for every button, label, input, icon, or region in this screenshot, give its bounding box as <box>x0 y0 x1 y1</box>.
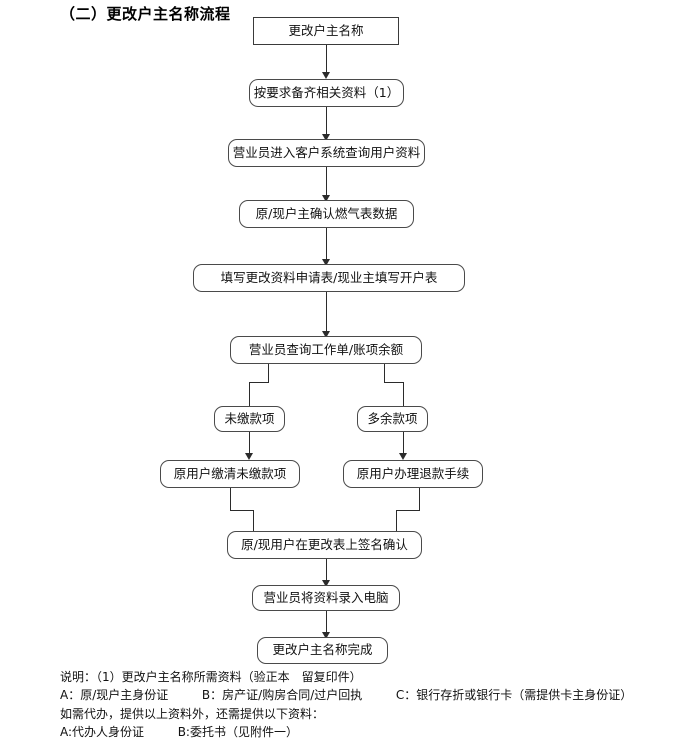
flow-node-done-label: 更改户主名称完成 <box>272 642 373 658</box>
flow-node-branch-unpaid-label: 未缴款项 <box>224 410 275 426</box>
flow-node-start[interactable]: 更改户主名称 <box>253 17 399 45</box>
connector-merge-right-down2 <box>396 510 397 531</box>
arrowhead-fill-forms <box>322 259 330 266</box>
flow-node-enter-data-label: 营业员将资料录入电脑 <box>263 589 389 605</box>
flow-node-prepare[interactable]: 按要求备齐相关资料（1） <box>249 79 404 107</box>
note-line-1: 说明：（1）更改户主名称所需资料（验正本 留复印件） <box>60 670 362 684</box>
connector-surplus-to-refund <box>403 432 404 456</box>
flow-node-check-balance-label: 营业员查询工作单/账项余额 <box>248 341 404 357</box>
arrowhead-query-user <box>322 134 330 141</box>
connector-split-left-down2 <box>249 382 250 406</box>
note-line-2-item-c: C：银行存折或银行卡（需提供卡主身份证） <box>395 688 633 702</box>
connector-merge-right-across <box>396 510 420 511</box>
connector-split-right-down1 <box>384 364 385 382</box>
arrowhead-confirm-meter <box>322 195 330 202</box>
flow-node-prepare-label: 按要求备齐相关资料（1） <box>253 84 400 100</box>
connector-enter-to-done <box>326 611 327 635</box>
note-line-2-item-b: B：房产证/购房合同/过户回执 <box>201 688 363 702</box>
connector-start-to-prepare <box>326 45 327 74</box>
connector-split-left-across <box>249 382 269 383</box>
connector-fill-to-balance <box>326 292 327 334</box>
connector-prepare-to-query <box>326 107 327 136</box>
flow-node-confirm-meter-label: 原/现户主确认燃气表数据 <box>255 205 398 221</box>
page-title: （二）更改户主名称流程 <box>60 5 231 23</box>
connector-confirm-to-fill <box>326 228 327 262</box>
note-line-2: A：原/现户主身份证 B：房产证/购房合同/过户回执 C：银行存折或银行卡（需提… <box>60 689 632 701</box>
connector-split-left-down1 <box>268 364 269 382</box>
connector-merge-right-down1 <box>419 488 420 510</box>
connector-query-to-confirm <box>326 167 327 197</box>
flow-node-refund[interactable]: 原用户办理退款手续 <box>343 460 483 488</box>
arrowhead-pay-unpaid <box>245 453 253 460</box>
flow-node-query-user-label: 营业员进入客户系统查询用户资料 <box>232 144 421 160</box>
flow-node-sign-label: 原/现用户在更改表上签名确认 <box>241 536 408 552</box>
flow-node-branch-surplus-label: 多余款项 <box>367 410 418 426</box>
flow-node-start-label: 更改户主名称 <box>288 22 364 38</box>
flow-node-fill-forms[interactable]: 填写更改资料申请表/现业主填写开户表 <box>193 264 465 292</box>
arrowhead-refund <box>399 453 407 460</box>
note-line-2-item-a: A：原/现户主身份证 <box>60 688 169 702</box>
arrowhead-enter-data <box>322 580 330 587</box>
flow-node-enter-data[interactable]: 营业员将资料录入电脑 <box>252 585 400 611</box>
connector-unpaid-to-pay <box>249 432 250 456</box>
note-line-3: 如需代办，提供以上资料外，还需提供以下资料： <box>60 707 325 721</box>
connector-merge-left-down2 <box>253 510 254 531</box>
flow-node-check-balance[interactable]: 营业员查询工作单/账项余额 <box>230 336 422 364</box>
connector-sign-to-enter <box>326 559 327 583</box>
flow-node-sign[interactable]: 原/现用户在更改表上签名确认 <box>227 531 422 559</box>
arrowhead-done <box>322 632 330 639</box>
arrowhead-check-balance <box>322 331 330 338</box>
note-line-4: A:代办人身份证 B:委托书（见附件一） <box>60 726 298 738</box>
note-line-4-item-a: A:代办人身份证 <box>60 725 145 739</box>
flow-node-pay-unpaid[interactable]: 原用户缴清未缴款项 <box>160 460 300 488</box>
flow-node-refund-label: 原用户办理退款手续 <box>356 465 470 481</box>
arrowhead-prepare <box>322 72 330 79</box>
flow-node-branch-unpaid[interactable]: 未缴款项 <box>214 406 285 432</box>
connector-merge-left-down1 <box>230 488 231 510</box>
connector-merge-left-across <box>230 510 253 511</box>
flow-node-branch-surplus[interactable]: 多余款项 <box>357 406 428 432</box>
flow-node-query-user[interactable]: 营业员进入客户系统查询用户资料 <box>228 139 425 167</box>
connector-split-right-across <box>384 382 404 383</box>
flow-node-pay-unpaid-label: 原用户缴清未缴款项 <box>173 465 287 481</box>
note-line-4-item-b: B:委托书（见附件一） <box>177 725 298 739</box>
flow-node-fill-forms-label: 填写更改资料申请表/现业主填写开户表 <box>220 269 438 285</box>
flow-node-done[interactable]: 更改户主名称完成 <box>257 637 388 664</box>
connector-split-right-down2 <box>403 382 404 406</box>
flow-node-confirm-meter[interactable]: 原/现户主确认燃气表数据 <box>239 200 414 228</box>
